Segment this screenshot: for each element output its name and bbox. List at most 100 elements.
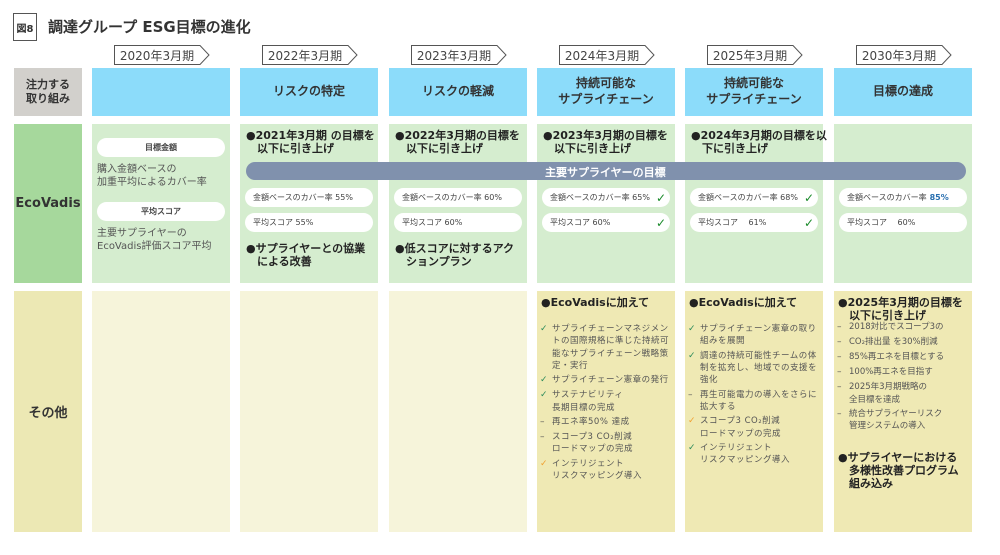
dash-icon: – (688, 389, 693, 400)
row-label-ecovadis: EcoVadis (14, 124, 82, 283)
list-item: ✓スコープ3 CO₂削減 ロードマップの完成 (688, 415, 820, 440)
ecovadis-bullet: ●2022年3月期の目標を 以下に引き上げ (395, 129, 520, 156)
coverage-text: 金額ベースのカバー率 60% (402, 193, 502, 202)
other-cell: ●EcoVadisに加えて✓サプライチェーン憲章の取り組みを展開✓調達の持続可能… (685, 291, 823, 532)
dash-icon: – (837, 352, 842, 363)
focus-header: 持続可能な サプライチェーン (537, 68, 675, 116)
item-text: スコープ3 CO₂削減 ロードマップの完成 (552, 431, 634, 455)
score-pill: 平均スコア 61%✓ (690, 213, 818, 232)
ecovadis-bullet: ●低スコアに対するアク ションプラン (395, 242, 515, 269)
other-heading: ●2025年3月期の目標を 以下に引き上げ (838, 296, 963, 323)
target-amount-desc: 購入金額ベースの 加重平均によるカバー率 (97, 164, 207, 188)
avg-score-pill: 平均スコア (97, 202, 225, 221)
avg-score-desc: 主要サプライヤーの EcoVadis評価スコア平均 (97, 228, 212, 252)
coverage-text: 金額ベースのカバー率 65% (550, 193, 650, 202)
year-tag: 2025年3月期 (707, 45, 803, 65)
list-item: –再エネ率50% 達成 (540, 416, 672, 429)
check-icon: ✓ (540, 458, 548, 469)
other-heading: ●サプライヤーにおける 多様性改善プログラム 組み込み (838, 451, 959, 491)
figure-label: 図8 (13, 13, 37, 41)
coverage-text: 金額ベースのカバー率 68% (698, 193, 798, 202)
list-item: –100%再エネを目指す (837, 366, 969, 379)
item-text: 再生可能電力の導入をさらに拡大する (700, 389, 818, 412)
ecovadis-cell: ●2023年3月期の目標を 以下に引き上げ金額ベースのカバー率 65%✓平均スコ… (537, 124, 675, 283)
other-cell (240, 291, 378, 532)
ecovadis-bullet: ●2024年3月期の目標を以 下に引き上げ (691, 129, 827, 156)
year-label: 2020年3月期 (119, 49, 195, 63)
list-item: –2025年3月期戦略の 全目標を達成 (837, 381, 969, 406)
score-text: 平均スコア 60% (550, 218, 611, 227)
check-icon: ✓ (688, 442, 696, 453)
list-item: –統合サプライヤーリスク 管理システムの導入 (837, 408, 969, 433)
score-pill: 平均スコア 60% ✓ (542, 213, 670, 232)
score-text: 平均スコア 60% (402, 218, 463, 227)
year-label: 2030年3月期 (861, 49, 937, 63)
score-text: 平均スコア 60% (847, 218, 916, 227)
score-pill: 平均スコア 55% (245, 213, 373, 232)
item-text: サプライチェーン憲章の取り組みを展開 (700, 324, 817, 347)
other-heading: ●EcoVadisに加えて (689, 296, 798, 309)
focus-header: 目標の達成 (834, 68, 972, 116)
item-text: サプライチェーンマネジメントの国際規格に準じた持続可能なサプライチェーン戦略策定… (552, 324, 670, 371)
dash-icon: – (540, 416, 545, 427)
dash-icon: – (837, 322, 842, 332)
list-item: –85%再エネを目標とする (837, 351, 969, 364)
item-text: 85%再エネを目標とする (849, 352, 945, 363)
focus-header: 持続可能な サプライチェーン (685, 68, 823, 116)
coverage-pill: 金額ベースのカバー率 60% (394, 188, 522, 207)
row-label-focus: 注力する 取り組み (14, 68, 82, 116)
check-icon: ✓ (803, 215, 814, 230)
item-text: 統合サプライヤーリスク 管理システムの導入 (849, 408, 943, 432)
item-text: インテリジェント リスクマッピング導入 (700, 442, 791, 466)
check-icon: ✓ (688, 350, 696, 361)
other-cell (389, 291, 527, 532)
coverage-text: 金額ベースのカバー率 (847, 193, 927, 202)
check-icon: ✓ (540, 324, 548, 334)
year-tag: 2023年3月期 (411, 45, 507, 65)
page-title: 調達グループ ESG目標の進化 (48, 18, 251, 36)
list-item: ✓ インテリジェント リスクマッピング導入 (688, 442, 820, 467)
target-amount-pill: 目標金額 (97, 138, 225, 157)
dash-icon: – (837, 408, 842, 419)
item-text: 100%再エネを目指す (849, 367, 933, 378)
year-tag: 2022年3月期 (262, 45, 358, 65)
check-icon: ✓ (655, 215, 666, 230)
item-text: CO₂排出量 を30%削減 (849, 337, 938, 348)
year-label: 2023年3月期 (416, 49, 492, 63)
coverage-pill: 金額ベースのカバー率 68% ✓ (690, 188, 818, 207)
other-heading: ●EcoVadisに加えて (541, 296, 650, 309)
coverage-pct: 85% (929, 193, 949, 202)
ecovadis-cell: ●2024年3月期の目標を以 下に引き上げ金額ベースのカバー率 68%✓平均スコ… (685, 124, 827, 283)
coverage-text: 金額ベースのカバー率 55% (253, 193, 353, 202)
list-item: ✓ サステナビリティ 長期目標の完成 (540, 389, 672, 414)
ecovadis-bullet: ●2021年3月期 の目標を 以下に引き上げ (246, 129, 375, 156)
check-icon: ✓ (655, 190, 666, 205)
focus-header (92, 68, 230, 116)
focus-header: リスクの特定 (240, 68, 378, 116)
year-tag: 2020年3月期 (114, 45, 210, 65)
key-supplier-target-bar: 主要サプライヤーの目標 (246, 162, 966, 180)
year-tag: 2024年3月期 (559, 45, 655, 65)
coverage-pill: 金額ベースのカバー率 55% (245, 188, 373, 207)
list-item: –スコープ3 CO₂削減 ロードマップの完成 (540, 431, 672, 456)
list-item: –2018対比でスコープ3の (837, 321, 969, 334)
item-text: サステナビリティ 長期目標の完成 (552, 390, 624, 413)
year-label: 2024年3月期 (564, 49, 640, 63)
list-item: –CO₂排出量 を30%削減 (837, 336, 969, 349)
check-icon: ✓ (803, 190, 814, 205)
score-text: 平均スコア 55% (253, 218, 314, 227)
list-item: ✓サプライチェーン憲章の取り組みを展開 (688, 323, 820, 348)
other-cell (92, 291, 230, 532)
other-cell: ●EcoVadisに加えて ✓ サプライチェーンマネジメントの国際規格に準じた持続可… (537, 291, 675, 532)
list-item: ✓調達の持続可能性チームの体制を拡充し、地域での支援を強化 (688, 350, 820, 387)
list-item: ✓サプライチェーン憲章の発行 (540, 374, 672, 387)
row-label-other: その他 (14, 291, 82, 532)
dash-icon: – (837, 382, 842, 393)
list-item: –再生可能電力の導入をさらに拡大する (688, 389, 820, 414)
score-pill: 平均スコア 60% (394, 213, 522, 232)
other-item-list: ✓サプライチェーン憲章の取り組みを展開✓調達の持続可能性チームの体制を拡充し、地… (688, 323, 820, 468)
check-icon: ✓ (540, 390, 548, 401)
item-text: インテリジェント リスクマッピング導入 (552, 458, 643, 481)
check-icon: ✓ (540, 375, 548, 386)
